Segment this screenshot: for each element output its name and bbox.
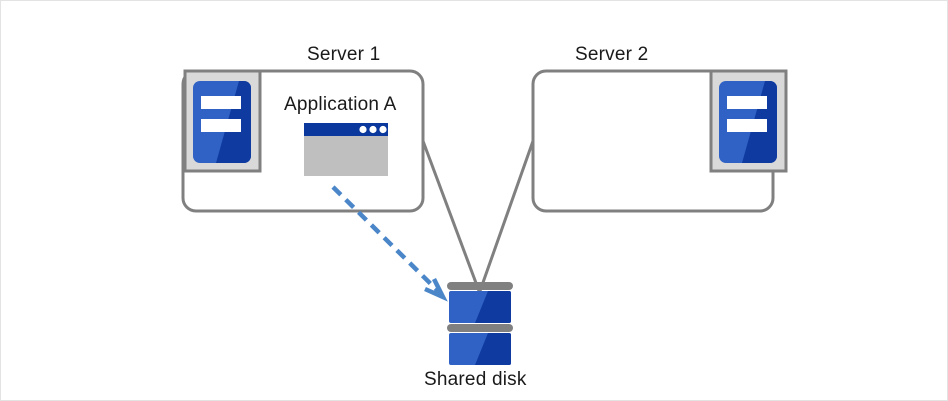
database-disk-icon [447,282,513,365]
dashed-arrow-icon [331,185,448,302]
edge-server1-to-disk [421,140,481,292]
server-icon [183,69,262,173]
edge-server2-to-disk [478,140,535,292]
shared-disk-label: Shared disk [424,369,527,390]
server-icon [709,69,788,173]
server-1-title: Server 1 [307,44,381,65]
application-window-icon [304,123,388,176]
application-a-label: Application A [284,94,397,115]
server-2-title: Server 2 [575,44,649,65]
